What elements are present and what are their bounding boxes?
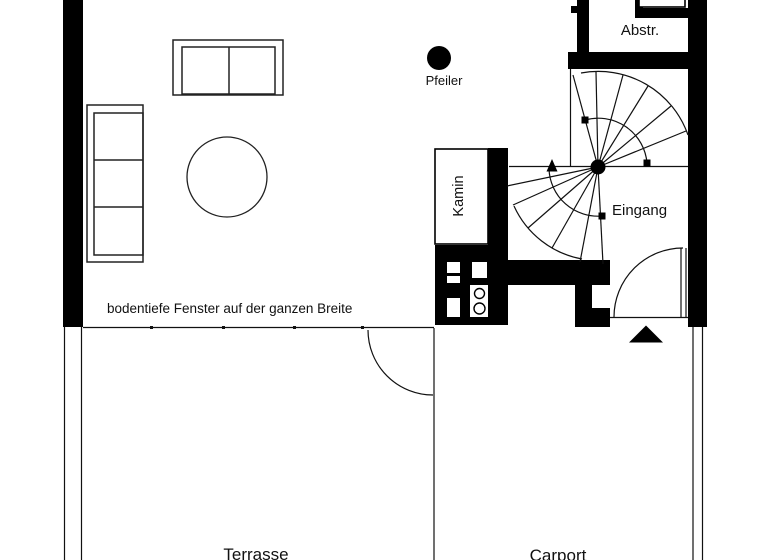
sofa-left-seats (93, 112, 144, 256)
wall-hall-band (508, 260, 610, 285)
stair-walkline-node (643, 159, 651, 167)
stair-tread (579, 166, 599, 263)
window-tick (222, 326, 225, 329)
wall-kamin-right (488, 148, 508, 245)
stair-direction-arrow-icon (546, 159, 558, 172)
stair-tread (597, 85, 649, 168)
wall-hall-stem (575, 285, 592, 308)
window-tick (361, 326, 364, 329)
stair-tread (551, 166, 599, 249)
wall-hall-foot (575, 308, 610, 327)
wall-abstr-notch (571, 6, 577, 13)
kitchen-appliance (472, 262, 487, 278)
wall-left (63, 0, 83, 327)
wall-top-band (635, 8, 707, 18)
thin-lines (63, 247, 704, 560)
wall-abstr-left (577, 0, 589, 52)
terrace-door-swing-arc (367, 329, 434, 396)
sofa-top (172, 39, 284, 96)
wall-right (688, 0, 707, 327)
stair-walkline-lower (548, 168, 603, 217)
kamin-box (434, 148, 489, 245)
window-ticks (150, 326, 364, 329)
pfeiler-column (427, 46, 451, 70)
stair-walkline-node (581, 116, 589, 124)
fenster-note-label: bodentiefe Fenster auf der ganzen Breite (107, 301, 353, 316)
stair-tread (512, 166, 599, 206)
stair-walkline-node (598, 212, 606, 220)
abstr-room-label: Abstr. (620, 22, 660, 39)
sofa-left (86, 104, 144, 263)
stair-tread (597, 105, 672, 168)
round-table (186, 136, 268, 218)
terrasse-label: Terrasse (223, 545, 289, 560)
stair-walkline-upper (584, 117, 648, 164)
abstr-appliance (638, 0, 686, 8)
stair-center-post (590, 159, 606, 175)
stair-tread (506, 166, 599, 187)
entrance-arrow-icon (629, 325, 663, 343)
sink-basin-icon (473, 287, 486, 300)
window-tick (150, 326, 153, 329)
stair-tread (597, 74, 624, 168)
kitchen-cabinet (447, 298, 460, 317)
furniture (86, 39, 284, 263)
carport-label: Carport (529, 546, 587, 560)
stair-tread (527, 166, 599, 229)
kitchen-fixtures (447, 262, 488, 317)
sink-basin-icon (473, 302, 486, 315)
entrance-door-swing-arc (613, 247, 684, 318)
walls (63, 0, 707, 327)
eingang-label: Eingang (612, 202, 668, 219)
kitchen-cabinet (447, 262, 460, 273)
stair-markers (546, 116, 651, 220)
stair-tread (597, 130, 687, 168)
wall-abstr-bottom (568, 52, 707, 69)
stair-outer-arc-lower (513, 205, 583, 260)
stair-outer-arc-upper (580, 70, 689, 136)
kitchen-cabinet (447, 276, 460, 283)
kamin-label: Kamin (451, 175, 467, 217)
window-tick (293, 326, 296, 329)
stair-tread (595, 71, 599, 168)
pfeiler-label: Pfeiler (425, 73, 463, 88)
